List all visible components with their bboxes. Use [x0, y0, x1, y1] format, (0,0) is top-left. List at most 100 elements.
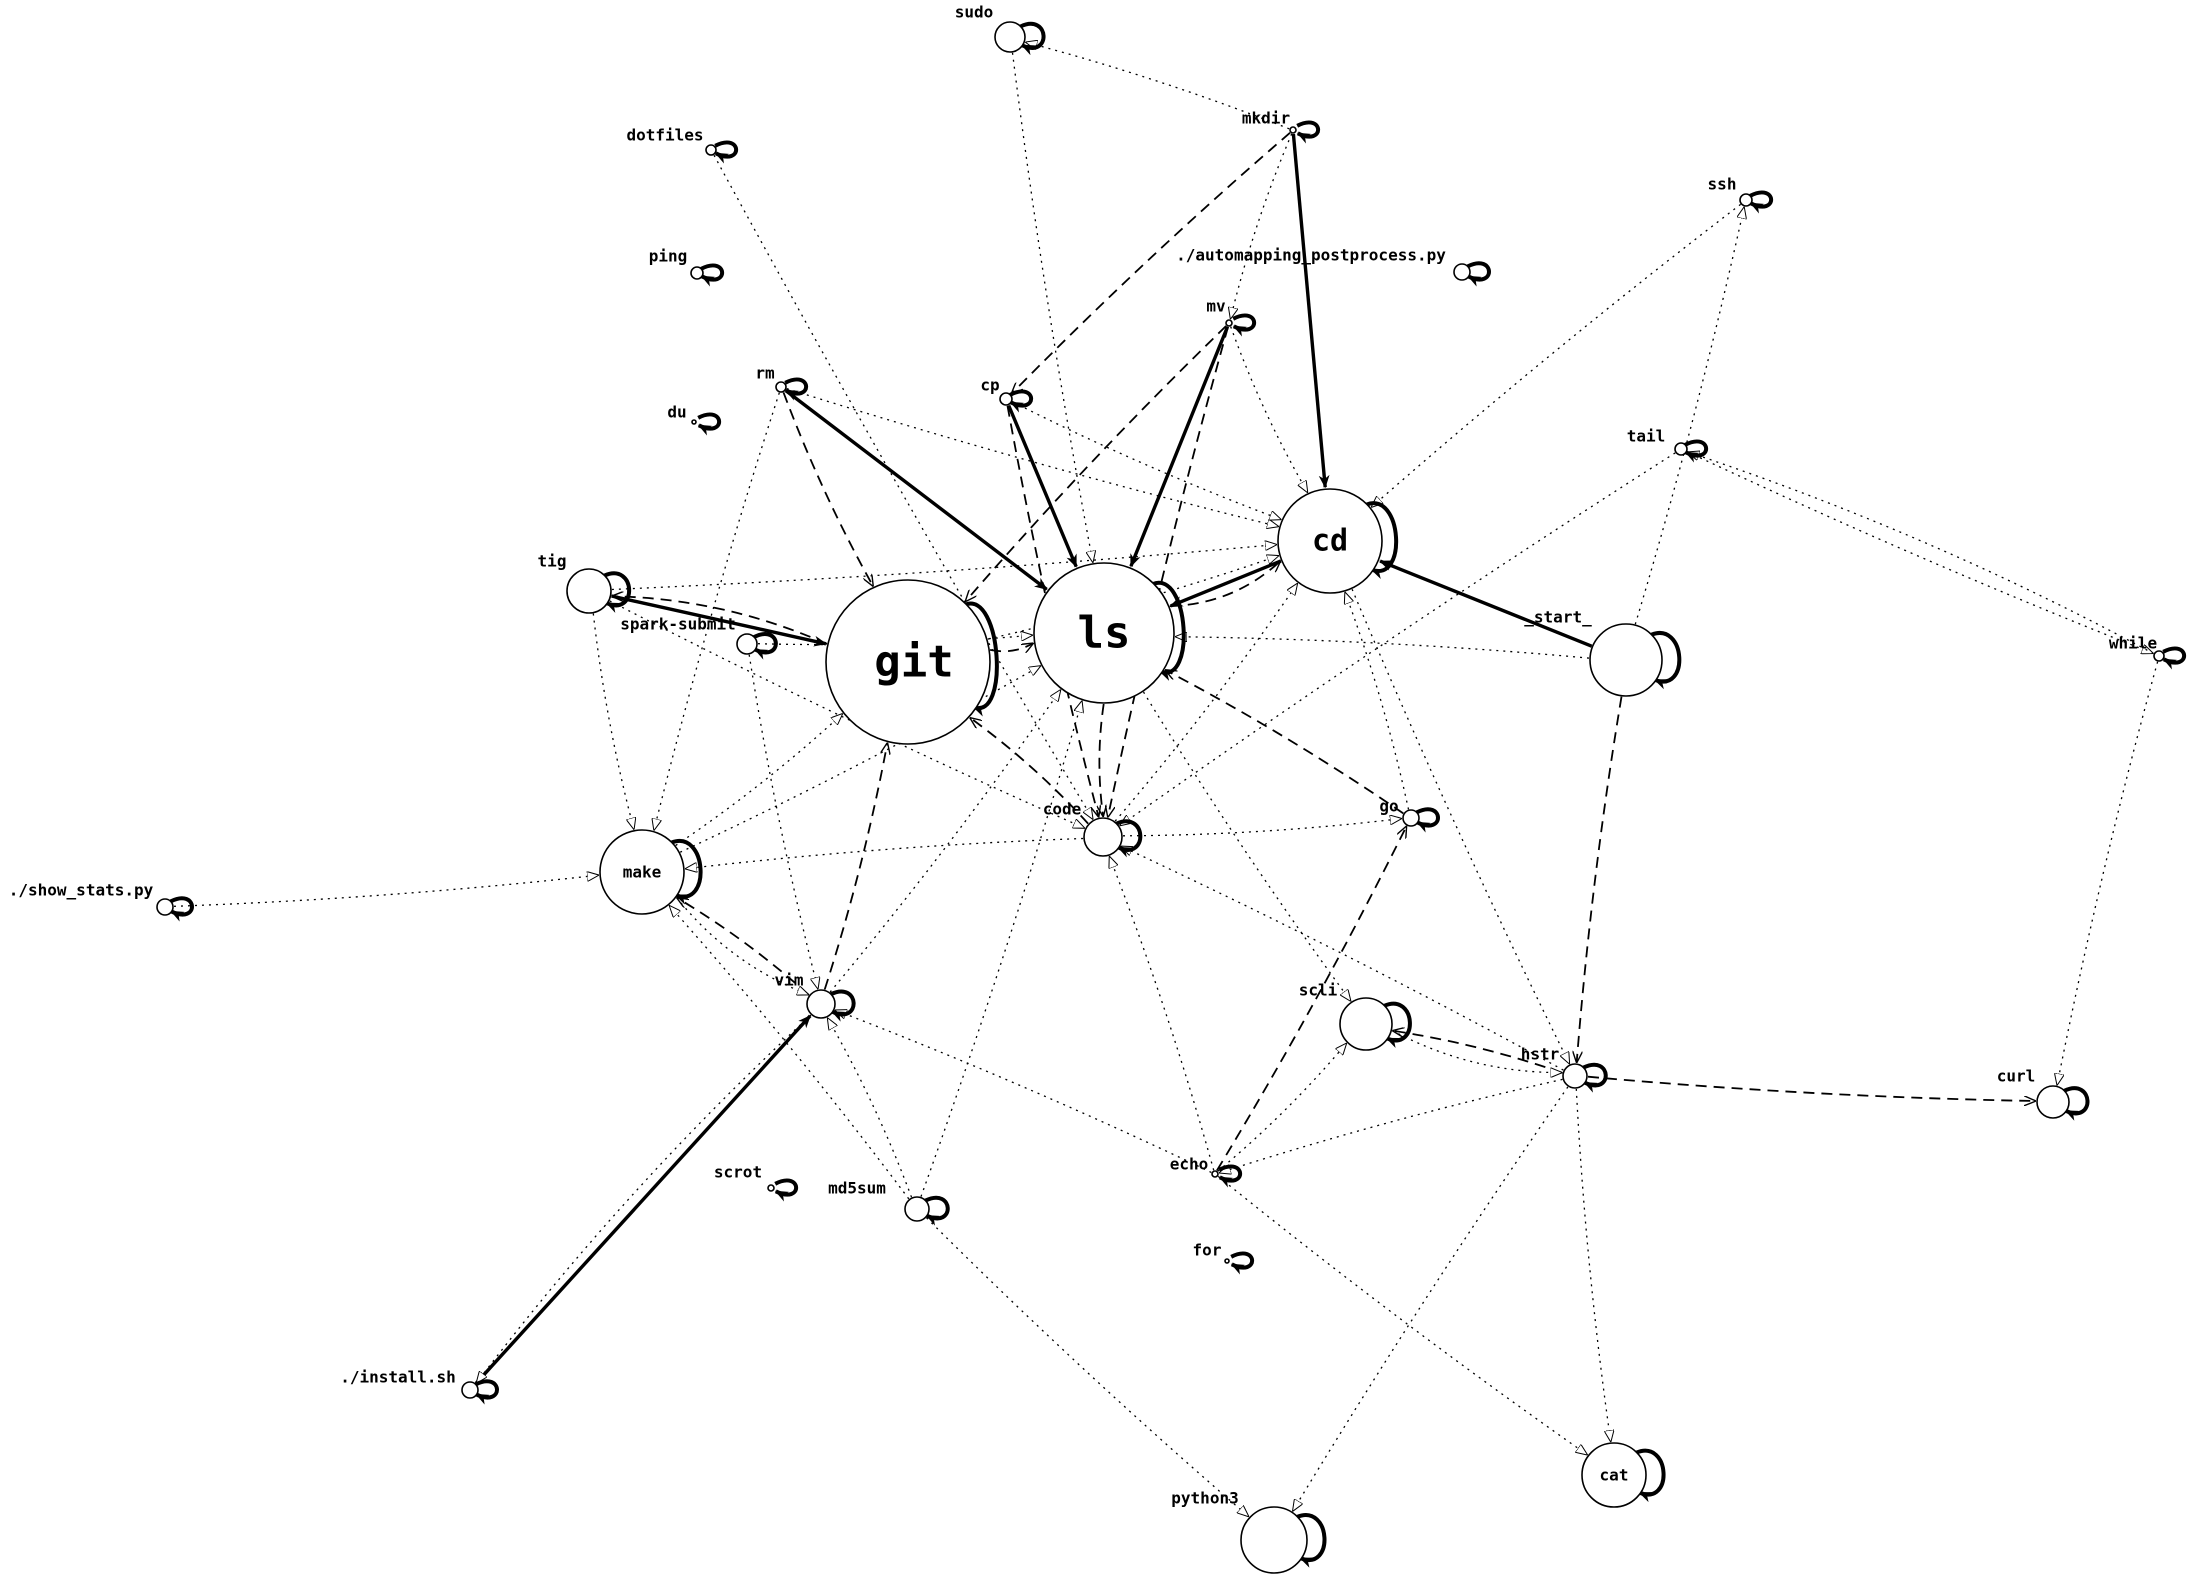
node-label-go: go — [1379, 797, 1398, 816]
edge-cp-to-code — [1006, 405, 1099, 817]
node-circle-scli — [1339, 997, 1393, 1051]
edge-vim-to-git — [823, 743, 888, 990]
node-md5sum: md5sum — [828, 1179, 930, 1222]
edge-cp-to-cd — [1012, 401, 1280, 520]
node-make: make — [599, 829, 685, 915]
node-label-start: _start_ — [1524, 608, 1592, 627]
node-mv: mv — [1206, 297, 1233, 327]
node-label-automapping: ./automapping_postprocess.py — [1176, 246, 1446, 265]
node-label-tig: tig — [538, 552, 567, 571]
edge-md5sum-to-vim — [828, 1019, 913, 1198]
node-go: go — [1379, 797, 1420, 827]
node-circle-ls — [1033, 562, 1175, 704]
edge-start-to-ls — [1176, 637, 1590, 659]
edge-tig-to-cd — [611, 545, 1276, 591]
edge-rm-to-ls — [784, 389, 1048, 591]
node-scli: scli — [1299, 981, 1393, 1051]
edge-while-to-curl — [2057, 661, 2159, 1085]
edge-cd-to-hstr — [1351, 588, 1569, 1063]
edge-showstats-to-make — [173, 875, 598, 907]
edge-md5sum-to-python3 — [926, 1217, 1249, 1516]
node-label-mkdir: mkdir — [1242, 109, 1290, 128]
self-loop-cat — [1635, 1448, 1666, 1503]
node-echo: echo — [1170, 1155, 1219, 1178]
edge-sudo-to-ls — [1011, 52, 1093, 562]
node-label-while: while — [2109, 634, 2157, 653]
self-loop-go — [1415, 807, 1440, 833]
edge-tail-to-while — [1687, 451, 2152, 653]
edge-md5sum-to-ls — [920, 702, 1082, 1197]
node-curl: curl — [1997, 1067, 2070, 1119]
node-ssh: ssh — [1708, 175, 1753, 207]
node-spark: spark-submit — [620, 615, 758, 655]
edge-ls-to-scli — [1142, 691, 1351, 1001]
node-circle-dotfiles — [705, 144, 717, 156]
edge-mkdir-to-cd — [1291, 133, 1330, 489]
self-loop-spark — [753, 632, 778, 660]
node-circle-start — [1589, 623, 1663, 697]
node-python3: python3 — [1171, 1489, 1308, 1574]
node-circle-scrot — [767, 1184, 775, 1192]
edge-install-to-vim — [474, 1014, 812, 1385]
edge-vim-to-ls — [829, 690, 1060, 993]
node-automapping: ./automapping_postprocess.py — [1176, 246, 1471, 281]
edge-hstr-to-python3 — [1293, 1086, 1569, 1511]
node-circle-tail — [1674, 442, 1688, 456]
node-cat: cat — [1581, 1442, 1647, 1508]
node-vim: vim — [775, 971, 836, 1019]
node-tail: tail — [1627, 427, 1688, 456]
edge-md5sum-to-make — [670, 906, 910, 1200]
edge-mkdir-to-cp — [1012, 132, 1291, 394]
self-loop-ssh — [1749, 190, 1774, 214]
node-label-scrot: scrot — [714, 1163, 762, 1182]
node-label-code: code — [1043, 800, 1082, 819]
edge-while-to-tail — [1688, 452, 2154, 655]
edge-mv-to-ls — [1129, 326, 1230, 568]
node-circle-curl — [2036, 1085, 2070, 1119]
self-loop-while — [2162, 646, 2187, 670]
self-loop-code — [1115, 819, 1143, 858]
node-mkdir: mkdir — [1242, 109, 1297, 134]
self-loop-start — [1650, 631, 1682, 690]
self-loop-python3 — [1296, 1513, 1327, 1568]
node-label-mv: mv — [1206, 297, 1226, 316]
edge-hstr-to-echo — [1220, 1078, 1563, 1172]
node-tig: tig — [538, 552, 612, 614]
node-circle-showstats — [156, 898, 174, 916]
node-while: while — [2109, 634, 2165, 662]
edge-tig-to-make — [592, 613, 634, 829]
edge-echo-to-cat — [1217, 1175, 1587, 1454]
nodes-layer: lsgitcdmakecat_start_tigcodevimsclipytho… — [9, 3, 2165, 1574]
node-label-install: ./install.sh — [340, 1368, 456, 1387]
edge-code-to-git — [971, 718, 1089, 825]
node-circle-mkdir — [1289, 126, 1297, 134]
edge-start-to-cd — [1379, 559, 1593, 648]
node-circle-md5sum — [904, 1196, 930, 1222]
self-loop-vim — [829, 989, 856, 1022]
node-label-for: for — [1193, 1241, 1222, 1260]
node-label-vim: vim — [775, 971, 804, 990]
node-circle-while — [2153, 650, 2165, 662]
edge-tail-to-code — [1120, 452, 1676, 825]
edge-vim-to-install — [477, 1014, 812, 1383]
node-circle-rm — [775, 381, 787, 393]
node-label-showstats: ./show_stats.py — [9, 881, 154, 900]
node-git: git — [825, 579, 991, 745]
node-circle-hstr — [1562, 1063, 1588, 1089]
edge-go-to-ls — [1166, 670, 1404, 815]
node-code: code — [1043, 800, 1123, 857]
node-rm: rm — [755, 364, 787, 393]
node-circle-cp — [999, 392, 1013, 406]
node-label-tail: tail — [1627, 427, 1666, 446]
node-label-sudo: sudo — [955, 3, 994, 22]
edge-code-to-make — [686, 837, 1084, 869]
node-label-make: make — [623, 863, 662, 882]
self-loop-make — [670, 838, 703, 905]
node-circle-code — [1083, 817, 1123, 857]
node-label-hstr: hstr — [1521, 1045, 1560, 1064]
node-install: ./install.sh — [340, 1368, 479, 1399]
node-label-rm: rm — [755, 364, 775, 383]
self-loop-for — [1230, 1251, 1255, 1275]
edge-code-to-go — [1122, 819, 1401, 837]
node-label-md5sum: md5sum — [828, 1179, 886, 1198]
